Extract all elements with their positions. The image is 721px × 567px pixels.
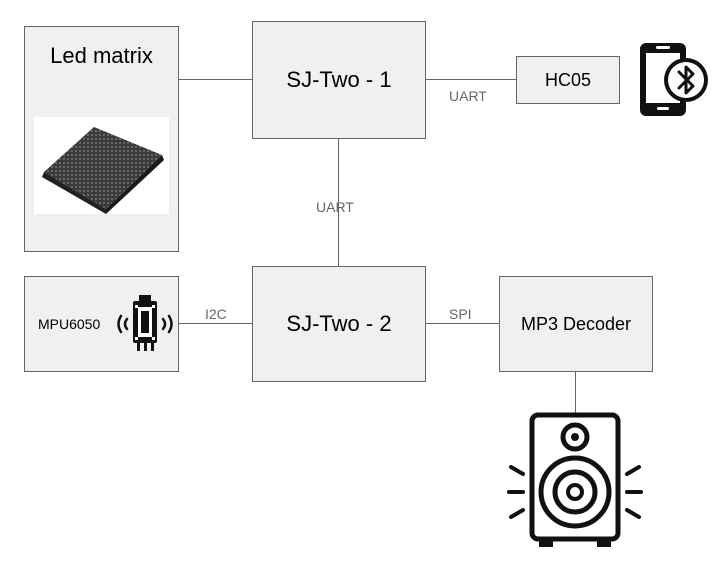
sjtwo-2-block: SJ-Two - 2 <box>252 266 426 382</box>
led-matrix-panel-image <box>34 117 169 214</box>
uart-hc05-label: UART <box>449 88 487 104</box>
line-led-to-sjtwo1 <box>178 79 252 80</box>
line-sjtwo1-to-hc05 <box>425 79 516 80</box>
mp3-decoder-block: MP3 Decoder <box>499 276 653 372</box>
hc05-label: HC05 <box>544 69 592 90</box>
sjtwo-1-label: SJ-Two - 1 <box>286 67 392 92</box>
uart-sjtwo-label: UART <box>316 199 354 215</box>
mp3-decoder-label: MP3 Decoder <box>520 313 632 334</box>
mpu6050-block: MPU6050 <box>24 276 179 372</box>
motion-sensor-icon <box>117 295 173 351</box>
sjtwo-1-block: SJ-Two - 1 <box>252 21 426 139</box>
led-matrix-label: Led matrix <box>50 43 153 68</box>
hc05-block: HC05 <box>516 56 620 104</box>
spi-label: SPI <box>449 306 472 322</box>
sjtwo-2-label: SJ-Two - 2 <box>286 311 392 336</box>
line-sjtwo2-to-mp3 <box>425 323 499 324</box>
i2c-label: I2C <box>205 306 227 322</box>
speaker-icon <box>507 412 643 547</box>
line-mpu-to-sjtwo2 <box>178 323 252 324</box>
line-sjtwo1-to-sjtwo2 <box>338 138 339 266</box>
mpu6050-label: MPU6050 <box>38 316 101 332</box>
line-mp3-to-speaker <box>575 372 576 414</box>
phone-bluetooth-icon <box>640 43 708 116</box>
